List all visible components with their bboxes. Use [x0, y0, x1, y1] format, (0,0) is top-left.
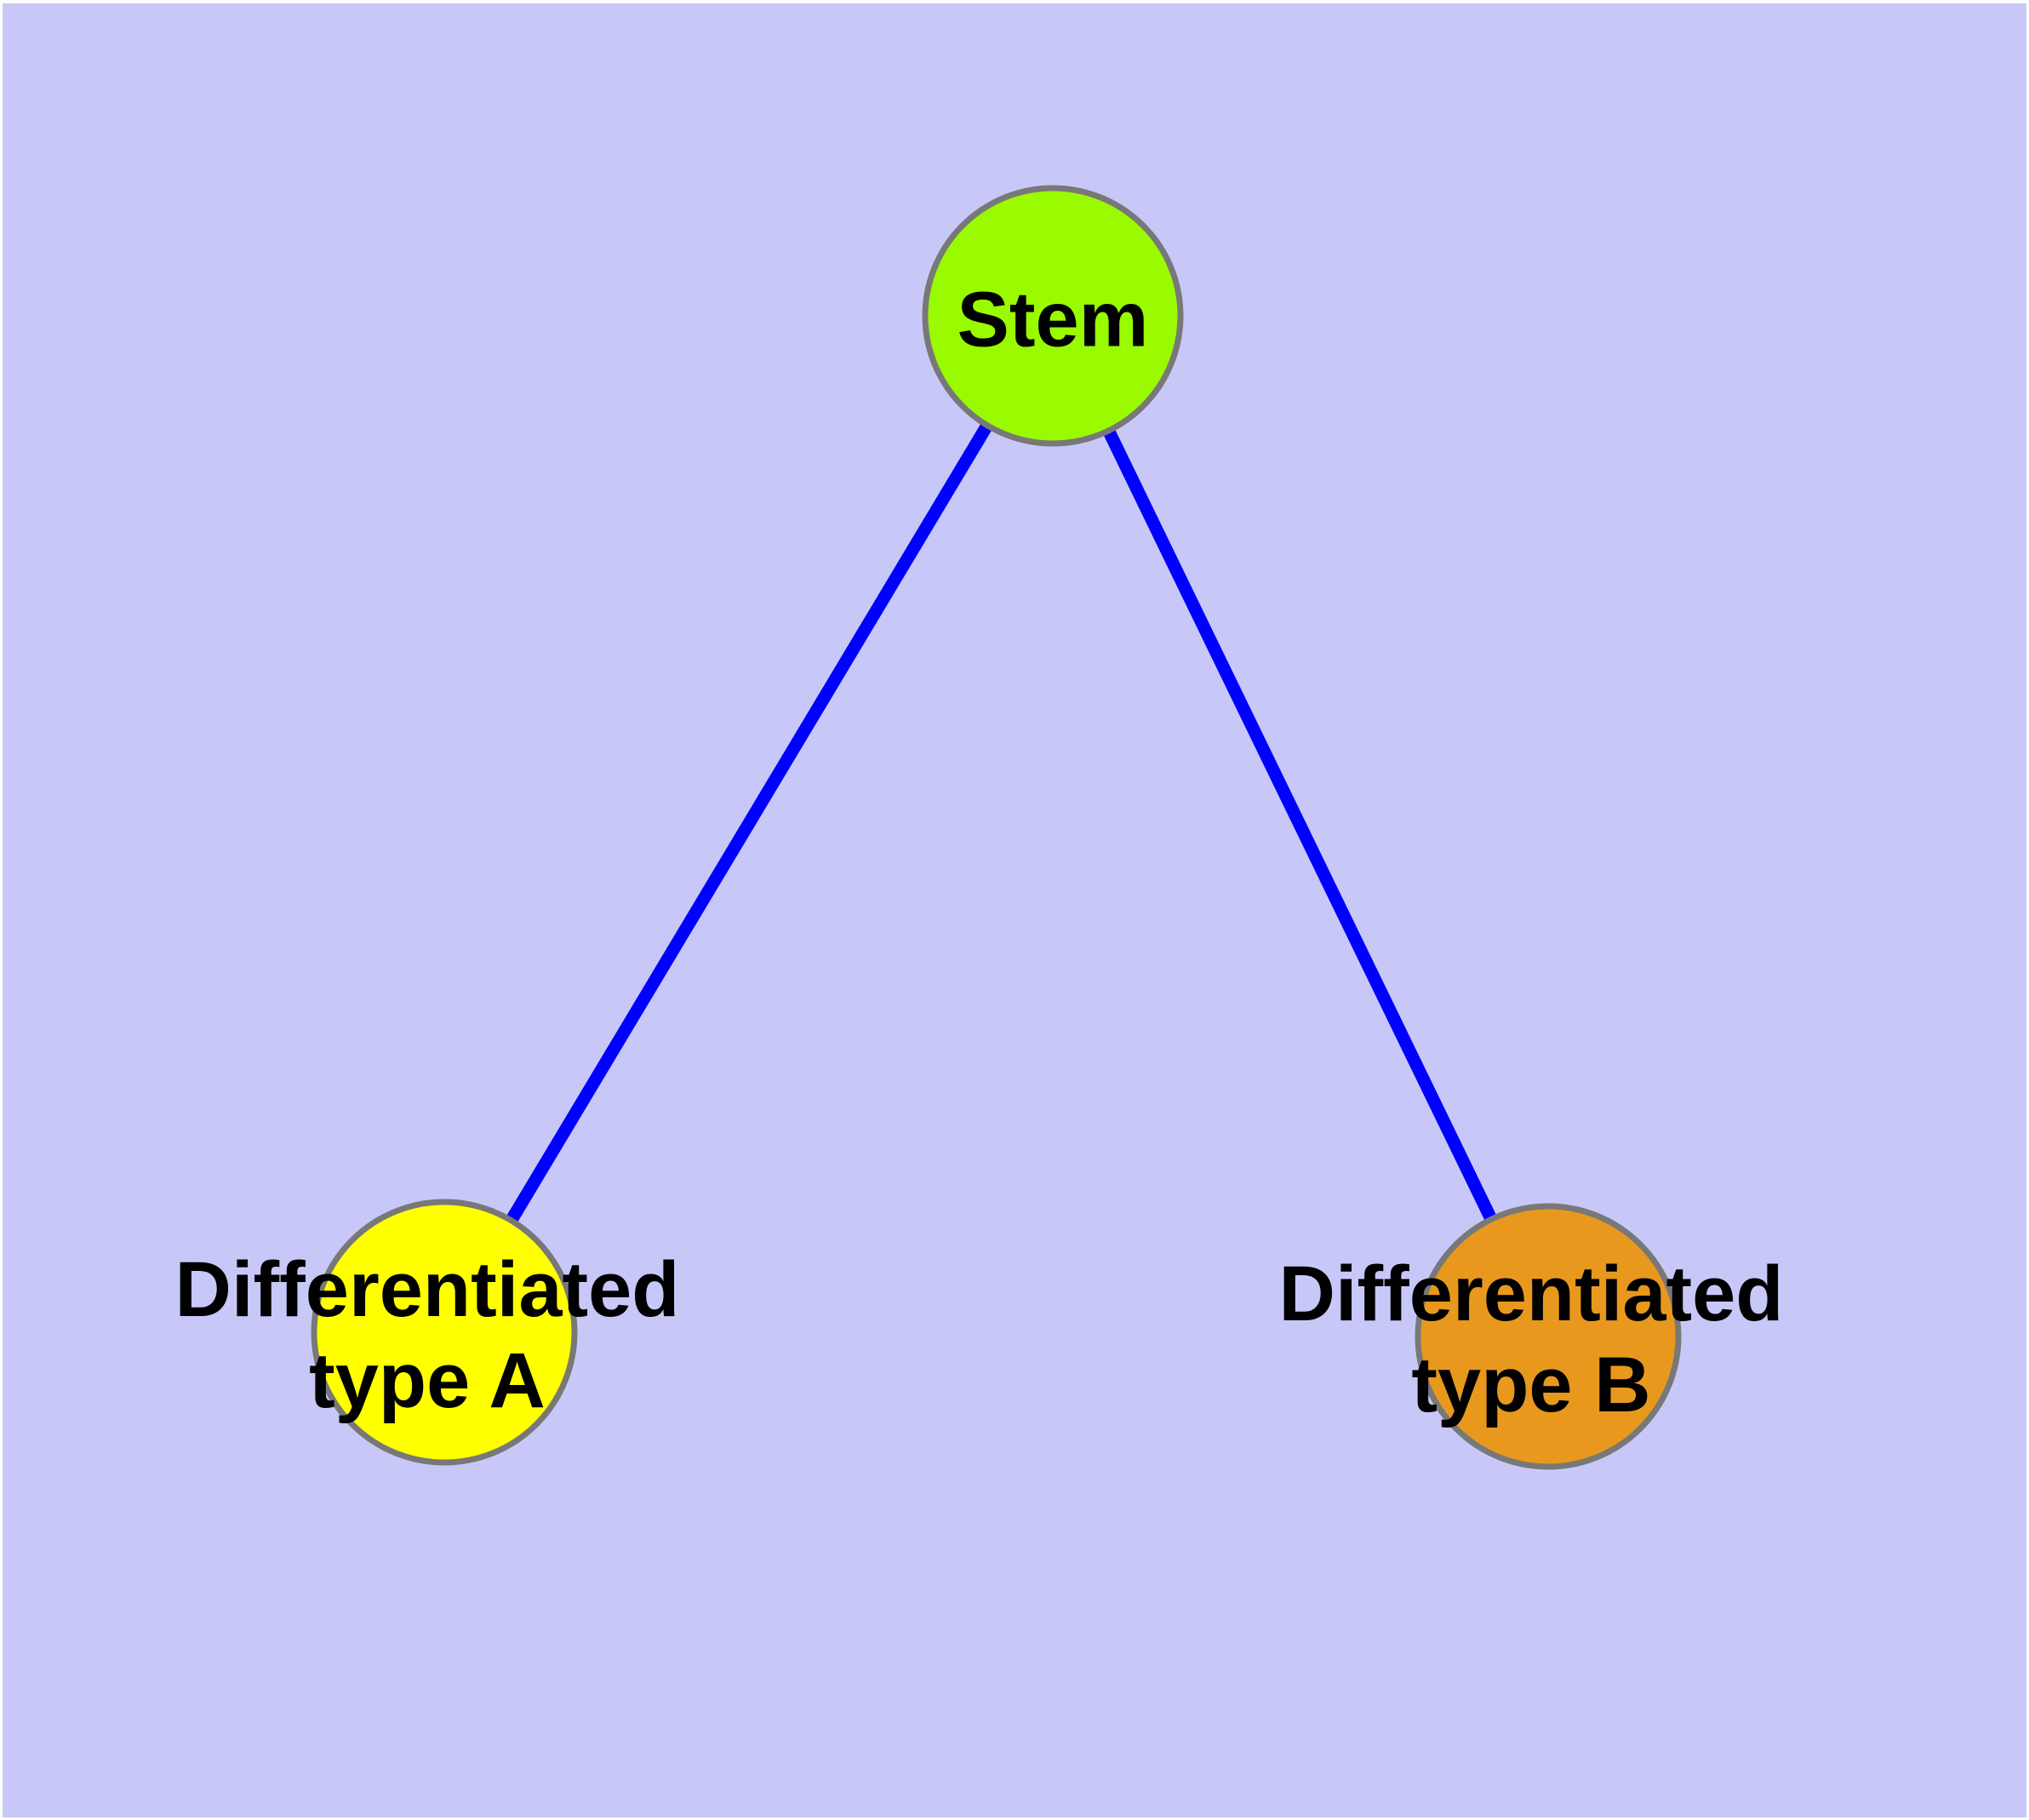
nodes-layer	[311, 185, 1682, 1470]
node-differentiated-type-a	[311, 1199, 578, 1466]
node-differentiated-type-b	[1415, 1203, 1682, 1470]
node-stem	[922, 185, 1184, 447]
edge-stem-to-differentiated-type-a	[438, 312, 1059, 1336]
edges-layer	[438, 312, 1554, 1340]
edge-stem-to-differentiated-type-b	[1047, 312, 1554, 1340]
